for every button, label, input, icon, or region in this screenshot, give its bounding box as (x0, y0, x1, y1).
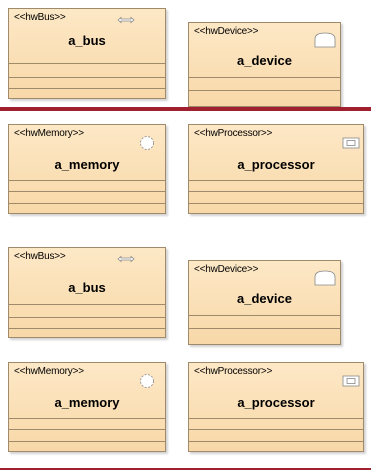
node-name: a_processor (237, 157, 315, 172)
hw-device-node[interactable]: <<hwDevice>> a_device (188, 260, 341, 345)
compartment-divider (189, 315, 340, 316)
processor-icon (342, 375, 360, 387)
node-name: a_processor (237, 395, 315, 410)
memory-icon (140, 374, 154, 388)
compartment-divider (189, 418, 363, 419)
compartment-divider (9, 63, 165, 64)
stereotype-label: <<hwDevice>> (194, 26, 259, 37)
node-name: a_memory (54, 157, 120, 172)
compartment-divider (9, 77, 165, 78)
separator-line (0, 468, 371, 470)
memory-icon (140, 136, 154, 150)
stereotype-label: <<hwDevice>> (194, 264, 259, 275)
hw-bus-node[interactable]: <<hwBus>> a_bus (8, 8, 166, 99)
stereotype-label: <<hwBus>> (14, 251, 66, 262)
compartment-divider (9, 180, 165, 181)
hw-memory-node[interactable]: <<hwMemory>> a_memory (8, 124, 166, 214)
compartment-divider (9, 441, 165, 442)
compartment-divider (9, 328, 165, 329)
stereotype-label: <<hwMemory>> (14, 128, 84, 139)
node-name: a_bus (68, 33, 106, 48)
compartment-divider (189, 441, 363, 442)
stereotype-label: <<hwMemory>> (14, 366, 84, 377)
node-name: a_device (237, 291, 292, 306)
hw-processor-node[interactable]: <<hwProcessor>> a_processor (188, 362, 364, 452)
compartment-divider (9, 203, 165, 204)
device-icon (314, 32, 336, 48)
compartment-divider (189, 180, 363, 181)
bus-icon (117, 255, 135, 263)
node-name: a_bus (68, 280, 106, 295)
compartment-divider (189, 429, 363, 430)
compartment-divider (9, 418, 165, 419)
stereotype-label: <<hwProcessor>> (194, 366, 273, 377)
compartment-divider (9, 317, 165, 318)
bus-icon (117, 16, 135, 24)
compartment-divider (189, 203, 363, 204)
compartment-divider (189, 328, 340, 329)
stereotype-label: <<hwProcessor>> (194, 128, 273, 139)
node-name: a_memory (54, 395, 120, 410)
compartment-divider (189, 90, 340, 91)
compartment-divider (9, 429, 165, 430)
hw-processor-node[interactable]: <<hwProcessor>> a_processor (188, 124, 364, 214)
compartment-divider (9, 304, 165, 305)
stereotype-label: <<hwBus>> (14, 12, 66, 23)
hw-bus-node[interactable]: <<hwBus>> a_bus (8, 247, 166, 338)
processor-icon (342, 137, 360, 149)
hw-memory-node[interactable]: <<hwMemory>> a_memory (8, 362, 166, 452)
compartment-divider (9, 88, 165, 89)
hw-device-node[interactable]: <<hwDevice>> a_device (188, 22, 341, 107)
compartment-divider (9, 191, 165, 192)
compartment-divider (189, 191, 363, 192)
device-icon (314, 270, 336, 286)
compartment-divider (189, 77, 340, 78)
node-name: a_device (237, 53, 292, 68)
separator-line (0, 107, 371, 111)
